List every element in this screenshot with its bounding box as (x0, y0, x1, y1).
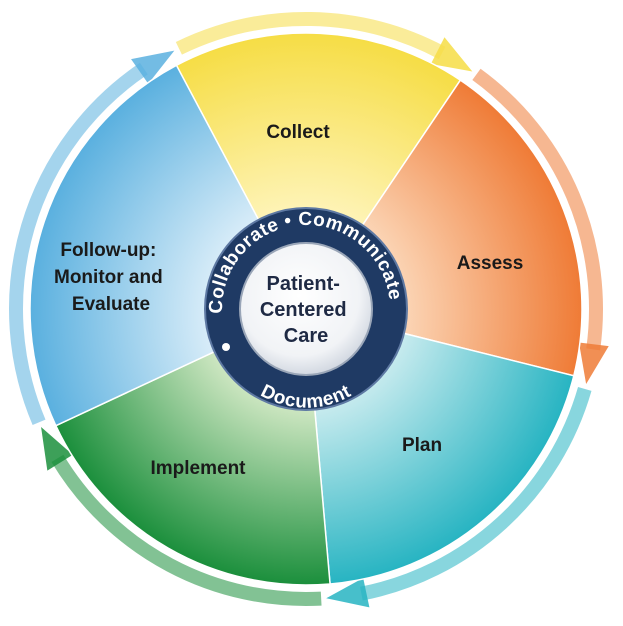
arrow-head-plan (326, 577, 370, 608)
center-label: Patient- Centered Care (260, 273, 352, 347)
cycle-arrow-ring (9, 12, 609, 608)
arrow-arc-collect (175, 12, 446, 60)
segment-label-assess: Assess (457, 253, 524, 274)
arrow-arc-follow-up (9, 62, 148, 426)
arrow-head-collect (430, 37, 473, 72)
arrow-arc-plan (359, 387, 592, 601)
arrow-head-assess (578, 342, 609, 385)
arrow-head-implement (41, 426, 73, 471)
segment-collect (175, 32, 462, 311)
segment-label-follow-up: Follow-up: Monitor and Evaluate (54, 240, 168, 315)
segment-label-plan: Plan (402, 435, 442, 456)
center-hub-disc (239, 242, 373, 376)
segment-labels: Collect Assess Plan Implement Follow-up:… (54, 122, 523, 479)
segment-label-collect: Collect (266, 122, 330, 143)
center-hub-ring-edge (204, 207, 408, 411)
ring-separator-dot-left (222, 343, 230, 351)
arrow-arc-implement (51, 454, 322, 606)
arrow-head-follow-up (131, 50, 175, 84)
arrow-arc-assess (472, 68, 603, 351)
segment-label-implement: Implement (150, 458, 246, 479)
